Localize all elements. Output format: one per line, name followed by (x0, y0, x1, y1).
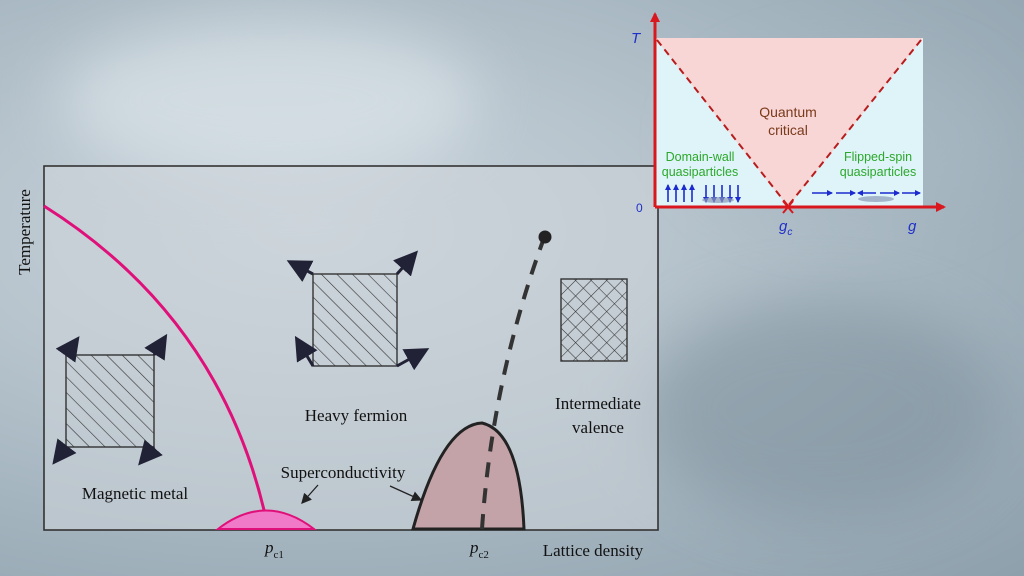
label-critical: critical (768, 122, 808, 138)
domain-wall-highlight (702, 197, 734, 203)
label-pc2-sub: c2 (479, 549, 489, 561)
inset-x-axis-label: g (908, 218, 917, 235)
label-pc1: pc1 (264, 538, 284, 561)
x-axis-label: Lattice density (543, 541, 644, 560)
magnetic-metal-lattice (52, 333, 168, 466)
critical-point-tick (782, 200, 794, 214)
superconducting-dome-2 (411, 421, 526, 531)
superconducting-dome-1 (215, 509, 317, 530)
y-axis-label: Temperature (15, 189, 34, 275)
label-flipped-spin: Flipped-spin (844, 150, 912, 164)
critical-endpoint (538, 230, 552, 244)
label-intermediate: Intermediate (555, 394, 641, 413)
background-blur (60, 20, 480, 180)
label-superconductivity: Superconductivity (281, 463, 406, 482)
valence-transition-line (480, 237, 546, 530)
label-magnetic-metal: Magnetic metal (82, 484, 188, 503)
label-quasiparticles-left: quasiparticles (662, 165, 738, 179)
label-quasiparticles-right: quasiparticles (840, 165, 916, 179)
label-pc1-sub: c1 (274, 549, 284, 561)
inset-zero-label: 0 (636, 201, 643, 215)
heavy-fermion-lattice (286, 250, 430, 371)
intermediate-valence-lattice (560, 278, 628, 362)
pointer-arrow-dome-2 (389, 485, 423, 501)
label-quantum: Quantum (759, 104, 817, 120)
background-blur (640, 300, 1000, 520)
magnetic-phase-boundary (43, 204, 270, 529)
label-valence: valence (572, 418, 624, 437)
label-pc2: pc2 (469, 538, 489, 561)
label-heavy-fermion: Heavy fermion (305, 406, 408, 425)
pointer-arrow-dome-1 (301, 484, 319, 504)
inset-y-axis-label: T (631, 30, 642, 47)
flipped-spin-highlight (858, 196, 894, 202)
inset-gc-label: gc (779, 218, 792, 238)
label-domain-wall: Domain-wall (666, 150, 735, 164)
inset-gc-sub: c (787, 227, 792, 238)
quantum-critical-region (655, 38, 923, 207)
